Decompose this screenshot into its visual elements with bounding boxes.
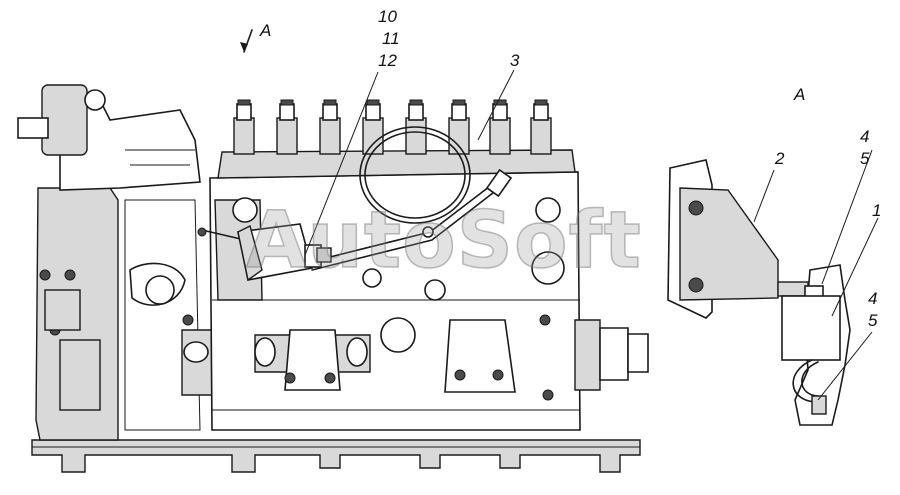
callout-detail-4-upper: 4	[860, 127, 870, 146]
callout-10: 10	[378, 7, 397, 26]
view-label-main: A	[260, 21, 272, 40]
callout-detail-1: 1	[872, 201, 882, 220]
detail-view-a	[667, 149, 879, 426]
base-rail	[31, 439, 641, 473]
governor-housing	[17, 84, 213, 441]
leader-lines-main	[240, 29, 515, 256]
callout-detail-2: 2	[775, 149, 785, 168]
pump-body	[209, 149, 649, 431]
callout-3: 3	[510, 51, 520, 70]
callout-detail-5-upper: 5	[860, 149, 870, 168]
callout-detail-4-lower: 4	[868, 289, 878, 308]
fuel-line-loop	[201, 126, 513, 271]
callout-detail-5-lower: 5	[868, 311, 878, 330]
solenoid-valve	[197, 223, 332, 282]
callout-11: 11	[382, 29, 400, 48]
callout-12: 12	[378, 51, 397, 70]
view-label-detail: A	[794, 85, 806, 104]
injection-outlets	[233, 99, 552, 155]
